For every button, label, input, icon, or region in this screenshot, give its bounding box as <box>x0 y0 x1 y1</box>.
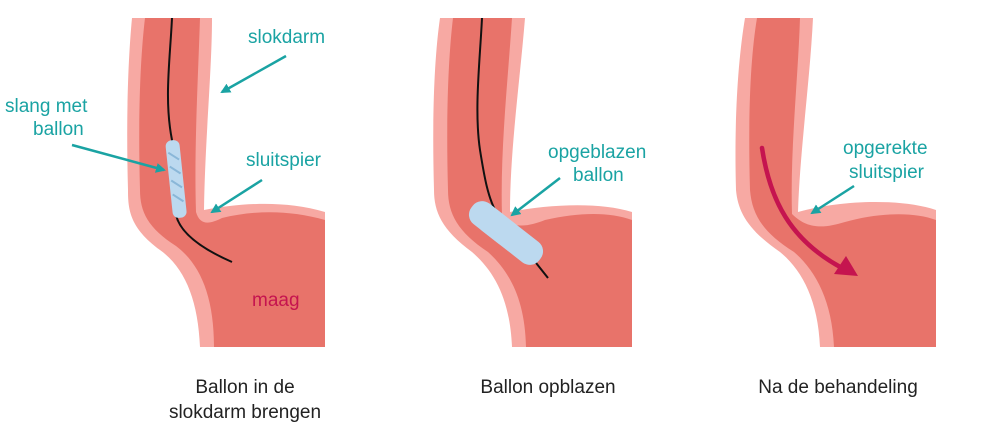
flow-arrowhead <box>834 256 858 276</box>
esophagus-stomach-illustration-2 <box>433 18 632 347</box>
panel-1: slokdarm slang met ballon sluitspier maa… <box>5 17 325 423</box>
caption-1-line1: Ballon in de <box>195 377 294 398</box>
tube-balloon <box>165 140 187 218</box>
tube-label-line2: ballon <box>33 119 84 140</box>
panel-3: opgerekte sluitspier Na de behandeling <box>735 18 936 398</box>
organ-lumen <box>447 18 632 347</box>
balloon-pointer <box>510 177 561 217</box>
panel-2: opgeblazen ballon Ballon opblazen <box>433 17 646 398</box>
stomach-label: maag <box>252 290 300 311</box>
caption-3: Na de behandeling <box>758 377 918 398</box>
caption-1-line2: slokdarm brengen <box>169 402 321 423</box>
esophagus-label: slokdarm <box>248 27 325 48</box>
stretched-sphincter-pointer <box>810 184 855 215</box>
balloon-label-line2: ballon <box>573 165 624 186</box>
sphincter-pointer <box>210 178 263 214</box>
balloon-label-line1: opgeblazen <box>548 142 646 163</box>
organ-lumen <box>139 18 325 347</box>
guide-wire <box>476 17 549 279</box>
esophagus-pointer <box>220 54 287 94</box>
esophagus-stomach-illustration-1 <box>127 18 325 347</box>
tube-pointer <box>71 143 166 173</box>
sphincter-label: sluitspier <box>246 150 322 171</box>
inflated-balloon <box>468 201 544 265</box>
caption-2: Ballon opblazen <box>480 377 615 398</box>
guide-wire <box>166 17 233 263</box>
flow-arrow <box>759 145 845 271</box>
stretched-sphincter-label-line1: opgerekte <box>843 138 928 159</box>
esophagus-stomach-illustration-3 <box>735 18 936 347</box>
tube-label-line1: slang met <box>5 96 88 117</box>
stretched-sphincter-label-line2: sluitspier <box>849 162 925 183</box>
organ-lumen <box>749 18 936 347</box>
